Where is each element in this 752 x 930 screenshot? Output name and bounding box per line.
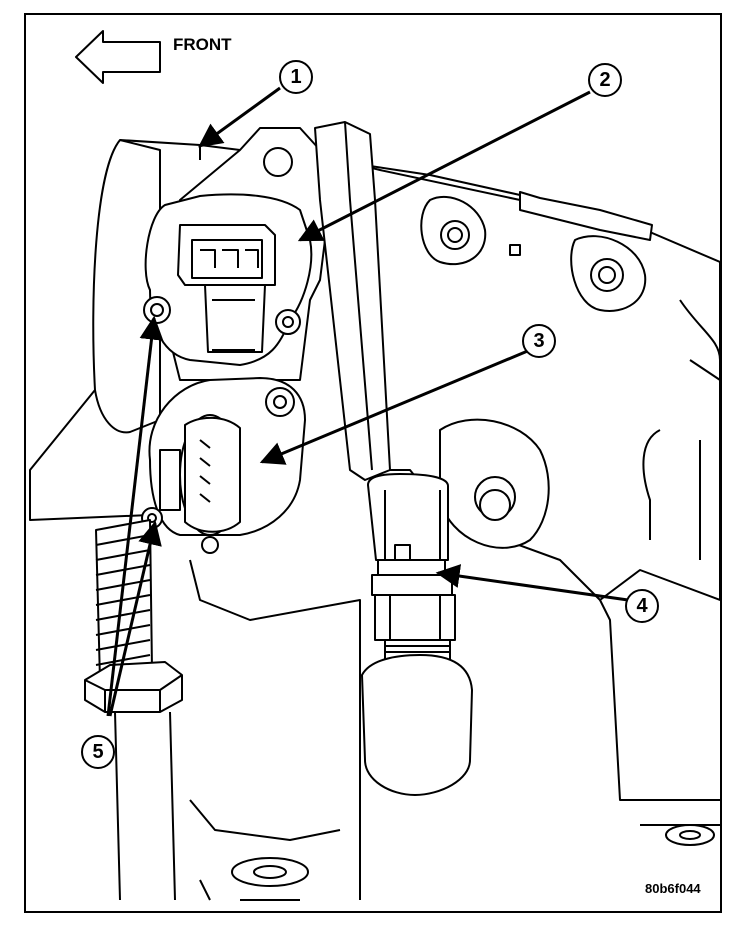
front-label: FRONT <box>173 35 232 54</box>
leader-2 <box>297 90 591 242</box>
figure-id: 80b6f044 <box>645 881 701 896</box>
arrow-left-icon <box>75 30 161 84</box>
leader-1 <box>198 86 281 148</box>
callout-5: 5 <box>81 735 115 769</box>
coolant-temp-sensor <box>367 473 449 561</box>
leader-5b <box>108 520 162 717</box>
leader-3 <box>259 348 531 465</box>
throttle-body <box>92 139 161 434</box>
callout-1: 1 <box>279 60 313 94</box>
leader-5a <box>106 315 164 717</box>
leader-4 <box>435 564 629 602</box>
callout-3: 3 <box>522 324 556 358</box>
callout-4: 4 <box>625 589 659 623</box>
callout-2: 2 <box>588 63 622 97</box>
